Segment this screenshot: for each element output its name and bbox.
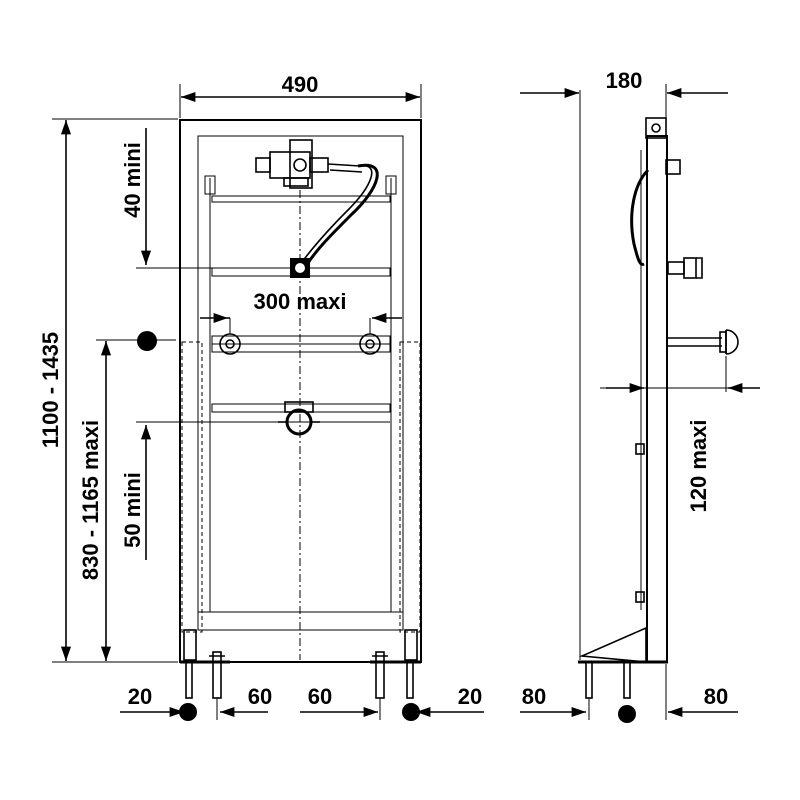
label-height-range: 1100 - 1435 — [38, 332, 63, 448]
label-side-foot-left: 80 — [522, 684, 546, 709]
crossbar-top — [211, 195, 391, 203]
side-foot-wedge — [578, 626, 647, 663]
side-view — [578, 117, 739, 699]
right-leg-dashed — [399, 341, 421, 633]
label-side-foot-right: 80 — [704, 684, 728, 709]
label-foot-right-edge: 20 — [458, 684, 482, 709]
front-view — [179, 119, 422, 699]
side-bracket-arm-icon — [667, 329, 739, 355]
label-bracket-spacing: 300 maxi — [254, 289, 347, 314]
label-foot-right-inner: 60 — [308, 684, 332, 709]
label-top-offset: 40 mini — [120, 142, 145, 218]
label-lower-offset: 50 mini — [120, 472, 145, 548]
label-side-projection: 120 maxi — [686, 420, 711, 513]
datum-dot-side — [618, 705, 636, 723]
dimensions — [52, 84, 760, 723]
valve-icon — [255, 139, 363, 189]
side-frame — [646, 135, 668, 663]
datum-dot-foot-left — [179, 703, 197, 721]
side-outlet-icon — [667, 257, 703, 279]
waste-fitting-icon — [278, 401, 320, 436]
flex-hose — [304, 163, 379, 267]
label-front-width: 490 — [282, 72, 319, 97]
left-leg-dashed — [181, 341, 203, 633]
label-side-depth: 180 — [606, 68, 643, 93]
label-outlet-height: 830 - 1165 maxi — [78, 420, 103, 580]
dimension-labels: 490 180 300 maxi 1100 - 1435 830 - 1165 … — [38, 68, 728, 709]
datum-dot-left — [137, 331, 157, 351]
label-foot-left-edge: 20 — [128, 684, 152, 709]
label-foot-left-inner: 60 — [248, 684, 272, 709]
side-hose — [630, 168, 650, 266]
front-feet — [180, 629, 421, 699]
datum-dot-foot-right — [402, 703, 420, 721]
